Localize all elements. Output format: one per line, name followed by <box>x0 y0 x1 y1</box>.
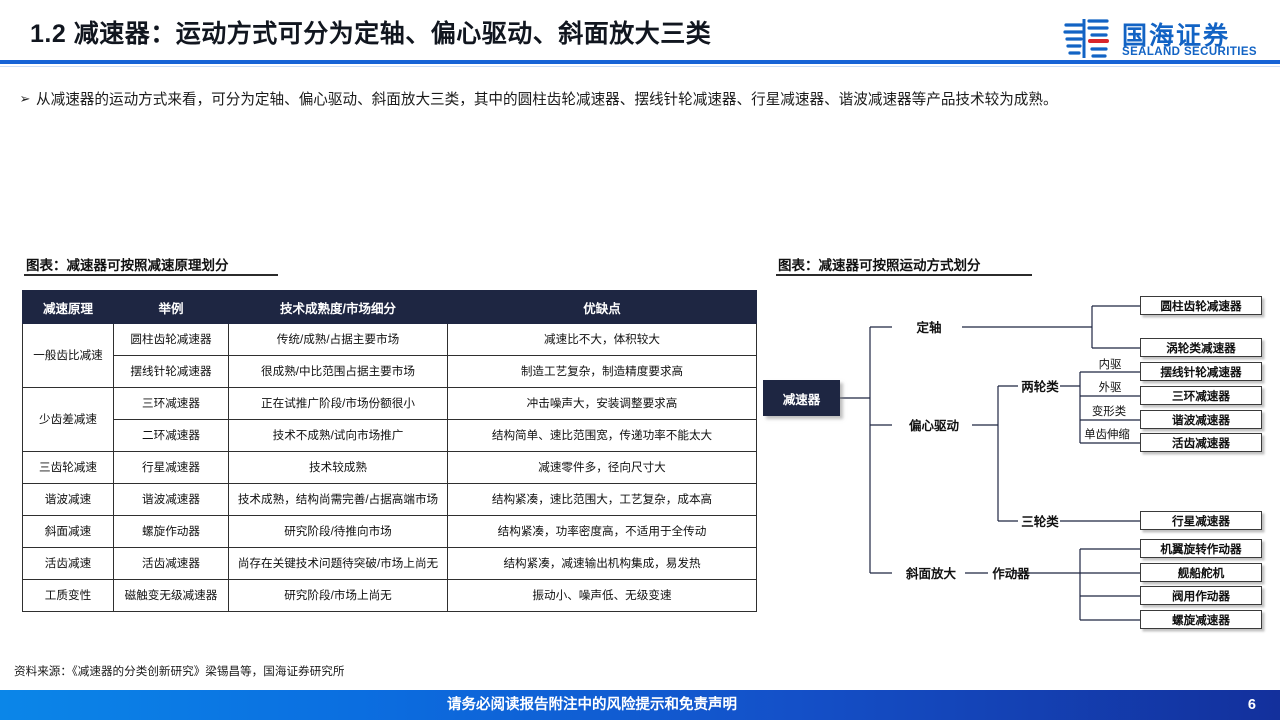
cell-maturity: 技术成熟，结构尚需完善/占据高端市场 <box>228 483 448 516</box>
table-body: 一般齿比减速圆柱齿轮减速器传统/成熟/占据主要市场减速比不大，体积较大摆线针轮减… <box>22 323 757 612</box>
cell-proscons: 结构紧凑，减速输出机构集成，易发热 <box>447 547 757 580</box>
cell-example: 摆线针轮减速器 <box>113 355 229 388</box>
tree-sublabel-inner-drive: 内驱 <box>1098 359 1122 371</box>
page-number: 6 <box>1247 697 1256 713</box>
table-header-row: 减速原理 举例 技术成熟度/市场细分 优缺点 <box>22 290 757 324</box>
cell-proscons: 振动小、噪声低、无级变速 <box>447 579 757 612</box>
tree-leaf-screw-reducer: 螺旋减速器 <box>1140 610 1262 629</box>
cell-principle: 一般齿比减速 <box>22 323 114 388</box>
source-note: 资料来源：《减速器的分类创新研究》梁锡昌等，国海证券研究所 <box>14 665 345 678</box>
cell-example: 三环减速器 <box>113 387 229 420</box>
cell-maturity: 正在试推广阶段/市场份额很小 <box>228 387 448 420</box>
tree-node-two-wheel: 两轮类 <box>1021 380 1059 394</box>
tree-node-eccentric-drive: 偏心驱动 <box>908 419 959 433</box>
cell-principle: 活齿减速 <box>22 547 114 580</box>
col-header-example: 举例 <box>113 290 229 324</box>
cell-principle: 少齿差减速 <box>22 387 114 452</box>
left-caption-rule <box>24 274 278 276</box>
tree-leaf-cylindrical-gear: 圆柱齿轮减速器 <box>1140 296 1262 315</box>
tree-leaf-movable-tooth: 活齿减速器 <box>1140 433 1262 452</box>
cell-maturity: 很成熟/中比范围占据主要市场 <box>228 355 448 388</box>
cell-proscons: 减速零件多，径向尺寸大 <box>447 451 757 484</box>
tree-leaf-cycloidal-pin: 摆线针轮减速器 <box>1140 362 1262 381</box>
cell-maturity: 传统/成熟/占据主要市场 <box>228 323 448 356</box>
cell-principle: 谐波减速 <box>22 483 114 516</box>
cell-example: 行星减速器 <box>113 451 229 484</box>
slide-header: 1.2 减速器：运动方式可分为定轴、偏心驱动、斜面放大三类 国海证券 SEALA… <box>0 0 1280 67</box>
bullet-text: 从减速器的运动方式来看，可分为定轴、偏心驱动、斜面放大三类，其中的圆柱齿轮减速器… <box>36 92 1058 108</box>
header-accent-rule <box>0 60 1280 64</box>
reduction-principle-table: 减速原理 举例 技术成熟度/市场细分 优缺点 一般齿比减速圆柱齿轮减速器传统/成… <box>22 290 757 612</box>
tree-node-three-wheel: 三轮类 <box>1021 515 1059 529</box>
cell-maturity: 尚存在关键技术问题待突破/市场上尚无 <box>228 547 448 580</box>
footer-bar <box>0 690 1280 720</box>
col-header-principle: 减速原理 <box>22 290 114 324</box>
tree-node-incline-amplify: 斜面放大 <box>905 567 956 581</box>
cell-proscons: 结构简单、速比范围宽，传递功率不能太大 <box>447 419 757 452</box>
tree-node-root: 减速器 <box>763 380 840 416</box>
motion-type-tree-diagram: 减速器 定轴 偏心驱动 斜面放大 两轮类 三轮类 作动器 内驱 外驱 变形类 单… <box>760 286 1270 646</box>
right-chart-caption: 图表：减速器可按照运动方式划分 <box>778 258 981 273</box>
header-accent-rule-light <box>0 66 1280 67</box>
table-row: 斜面减速螺旋作动器研究阶段/待推向市场结构紧凑，功率密度高，不适用于全传动 <box>22 515 757 548</box>
col-header-proscons: 优缺点 <box>447 290 757 324</box>
cell-proscons: 冲击噪声大，安装调整要求高 <box>447 387 757 420</box>
cell-proscons: 制造工艺复杂，制造精度要求高 <box>447 355 757 388</box>
table-row: 三齿轮减速行星减速器技术较成熟减速零件多，径向尺寸大 <box>22 451 757 484</box>
cell-example: 磁触变无级减速器 <box>113 579 229 612</box>
cell-maturity: 研究阶段/待推向市场 <box>228 515 448 548</box>
cell-maturity: 技术不成熟/试向市场推广 <box>228 419 448 452</box>
table-row: 少齿差减速三环减速器正在试推广阶段/市场份额很小冲击噪声大，安装调整要求高 <box>22 387 757 452</box>
tree-leaf-planetary: 行星减速器 <box>1140 511 1262 530</box>
cell-example: 螺旋作动器 <box>113 515 229 548</box>
cell-example: 活齿减速器 <box>113 547 229 580</box>
tree-leaf-three-ring: 三环减速器 <box>1140 386 1262 405</box>
tree-sublabel-deformation: 变形类 <box>1091 406 1127 418</box>
tree-leaf-ship-steering: 舰船舵机 <box>1140 563 1262 582</box>
tree-leaf-valve-actuator: 阀用作动器 <box>1140 586 1262 605</box>
cell-maturity: 技术较成熟 <box>228 451 448 484</box>
tree-sublabel-outer-drive: 外驱 <box>1098 382 1122 394</box>
bullet-arrow-icon: ➢ <box>19 91 31 106</box>
left-chart-caption: 图表：减速器可按照减速原理划分 <box>26 258 229 273</box>
table-row: 工质变性磁触变无级减速器研究阶段/市场上尚无振动小、噪声低、无级变速 <box>22 579 757 612</box>
table-row: 摆线针轮减速器很成熟/中比范围占据主要市场制造工艺复杂，制造精度要求高 <box>23 355 757 388</box>
tree-connector-lines <box>840 305 1140 621</box>
cell-proscons: 结构紧凑，功率密度高，不适用于全传动 <box>447 515 757 548</box>
cell-proscons: 结构紧凑，速比范围大，工艺复杂，成本高 <box>447 483 757 516</box>
logo-company-name-en: SEALAND SECURITIES <box>1122 46 1257 58</box>
tree-leaf-worm-type: 涡轮类减速器 <box>1140 338 1262 357</box>
cell-maturity: 研究阶段/市场上尚无 <box>228 579 448 612</box>
page-title: 1.2 减速器：运动方式可分为定轴、偏心驱动、斜面放大三类 <box>30 20 712 48</box>
tree-leaf-harmonic: 谐波减速器 <box>1140 410 1262 429</box>
tree-leaf-wing-rotation-actuator: 机翼旋转作动器 <box>1140 539 1262 558</box>
footer-disclaimer: 请务必阅读报告附注中的风险提示和免责声明 <box>447 697 737 713</box>
tree-node-fixed-axis: 定轴 <box>916 321 942 335</box>
cell-principle: 斜面减速 <box>22 515 114 548</box>
cell-proscons: 减速比不大，体积较大 <box>447 323 757 356</box>
tree-node-actuator: 作动器 <box>992 567 1030 581</box>
cell-principle: 三齿轮减速 <box>22 451 114 484</box>
company-logo: 国海证券 SEALAND SECURITIES <box>1062 16 1262 62</box>
tree-sublabel-single-tooth: 单齿伸缩 <box>1084 429 1130 441</box>
table-row: 二环减速器技术不成熟/试向市场推广结构简单、速比范围宽，传递功率不能太大 <box>23 419 757 452</box>
cell-example: 圆柱齿轮减速器 <box>113 323 229 356</box>
bullet-paragraph: ➢ 从减速器的运动方式来看，可分为定轴、偏心驱动、斜面放大三类，其中的圆柱齿轮减… <box>14 88 1266 113</box>
col-header-maturity: 技术成熟度/市场细分 <box>228 290 448 324</box>
cell-principle: 工质变性 <box>22 579 114 612</box>
cell-example: 二环减速器 <box>113 419 229 452</box>
table-row: 一般齿比减速圆柱齿轮减速器传统/成熟/占据主要市场减速比不大，体积较大 <box>22 323 757 388</box>
cell-example: 谐波减速器 <box>113 483 229 516</box>
sealand-logo-mark <box>1063 19 1109 58</box>
right-caption-rule <box>776 274 1032 276</box>
table-row: 活齿减速活齿减速器尚存在关键技术问题待突破/市场上尚无结构紧凑，减速输出机构集成… <box>22 547 757 580</box>
table-row: 谐波减速谐波减速器技术成熟，结构尚需完善/占据高端市场结构紧凑，速比范围大，工艺… <box>22 483 757 516</box>
logo-company-name-cn: 国海证券 <box>1122 22 1231 50</box>
